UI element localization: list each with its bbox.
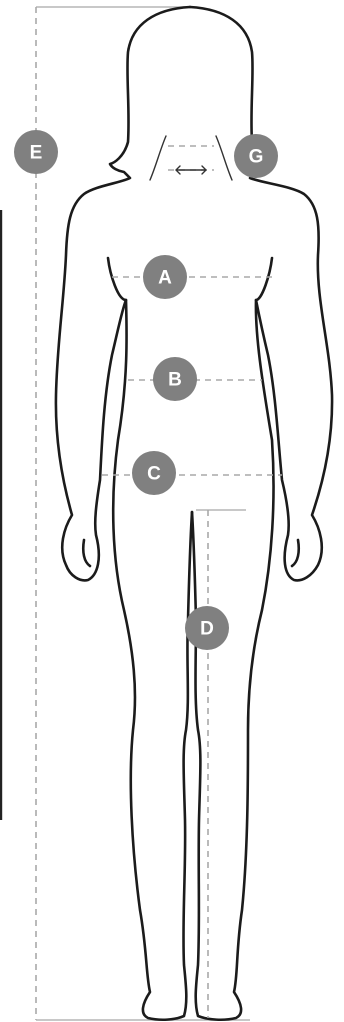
right-hand-detail — [292, 540, 299, 566]
torso-right-edge — [256, 258, 272, 300]
marker-b: B — [153, 357, 197, 401]
body-silhouette — [56, 7, 332, 1020]
marker-g: G — [234, 134, 278, 178]
marker-b-label: B — [168, 370, 182, 391]
height-guide — [36, 7, 250, 1020]
marker-d: D — [185, 606, 229, 650]
marker-a: A — [143, 255, 187, 299]
neck-right-line — [216, 136, 232, 180]
marker-c: C — [132, 451, 176, 495]
neck-arrow — [176, 166, 206, 174]
neck-left-line — [150, 136, 166, 180]
marker-g-label: G — [249, 147, 264, 168]
marker-d-label: D — [200, 619, 214, 640]
marker-c-label: C — [147, 464, 161, 485]
marker-e: E — [14, 130, 58, 174]
marker-a-label: A — [158, 268, 172, 289]
marker-e-label: E — [30, 143, 43, 164]
body-left-outline — [56, 7, 192, 1020]
left-hand-detail — [83, 540, 90, 566]
torso-left-edge — [108, 258, 126, 300]
